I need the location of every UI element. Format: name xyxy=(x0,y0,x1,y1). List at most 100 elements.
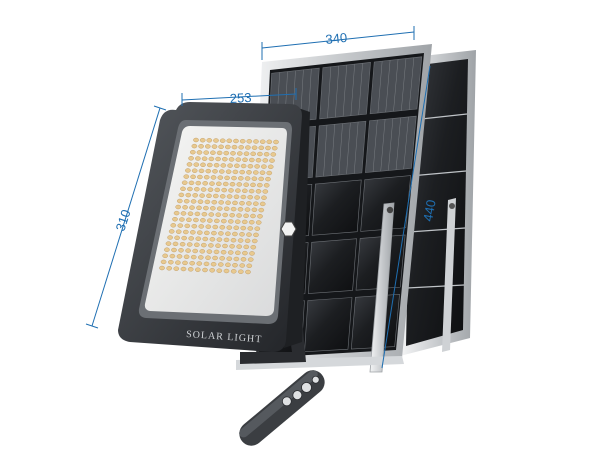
led-chip xyxy=(200,187,207,192)
led-chip xyxy=(229,181,236,187)
led-chip xyxy=(235,157,242,162)
led-chip xyxy=(244,176,251,181)
led-chip xyxy=(215,212,222,217)
led-chip xyxy=(190,199,197,204)
led-chip xyxy=(162,253,168,259)
led-chip xyxy=(210,150,216,155)
solar-cell-line xyxy=(353,121,359,174)
led-chip xyxy=(230,237,237,243)
led-chip xyxy=(256,182,263,188)
led-chip xyxy=(212,169,218,174)
led-chip xyxy=(219,256,225,261)
led-chip xyxy=(225,169,232,174)
led-chip xyxy=(229,212,235,218)
led-chip xyxy=(182,205,188,210)
led-chip xyxy=(266,139,273,145)
led-chip xyxy=(230,206,237,212)
led-chip xyxy=(269,158,275,163)
led-chip xyxy=(220,249,227,255)
led-chip xyxy=(185,248,191,253)
led-chip xyxy=(230,151,236,156)
led-chip xyxy=(205,224,212,229)
solar-cell-line xyxy=(327,66,332,119)
led-chip xyxy=(236,213,242,218)
led-chip xyxy=(247,226,254,231)
led-chip xyxy=(180,186,186,192)
led-chip xyxy=(224,144,231,150)
led-chip xyxy=(194,267,201,272)
led-chip xyxy=(204,199,211,205)
led-chip xyxy=(183,198,190,204)
led-chip xyxy=(187,267,194,272)
led-chip xyxy=(232,200,238,206)
led-chip xyxy=(251,207,258,213)
led-chip xyxy=(172,216,178,222)
led-chip xyxy=(224,175,230,181)
solar-cell xyxy=(311,179,362,236)
led-chip xyxy=(205,168,212,174)
led-chip xyxy=(223,150,230,156)
led-chip xyxy=(238,145,244,150)
solar-cell-line xyxy=(408,57,415,110)
led-chip xyxy=(213,162,220,168)
solar-cell-line xyxy=(403,116,409,170)
led-chip xyxy=(175,260,181,265)
led-chip xyxy=(209,237,216,242)
led-chip xyxy=(196,150,203,155)
solar-cell-line xyxy=(323,125,328,177)
led-chip xyxy=(254,226,261,231)
led-chip xyxy=(227,250,234,255)
led-chip xyxy=(190,174,196,180)
solar-cell-line xyxy=(393,59,399,112)
led-chip xyxy=(215,181,222,187)
product-badge-text: SOLAR LIGHT xyxy=(186,329,263,345)
led-chip xyxy=(203,150,209,155)
led-chip xyxy=(259,139,266,144)
led-chip xyxy=(233,138,239,144)
led-chip xyxy=(262,189,269,194)
solar-cell-line xyxy=(372,120,378,172)
led-chip xyxy=(206,162,213,168)
dimension-light-width: 253 xyxy=(229,90,251,106)
led-chip xyxy=(176,198,183,204)
led-chip xyxy=(255,157,262,163)
led-chip xyxy=(170,223,177,228)
led-chip xyxy=(174,235,180,241)
solar-cell-line xyxy=(377,61,383,113)
led-chip xyxy=(211,144,218,149)
led-chip xyxy=(259,170,266,175)
led-chip xyxy=(188,236,194,241)
led-chip xyxy=(166,266,172,271)
led-chip xyxy=(215,243,221,248)
led-chip xyxy=(232,169,239,175)
led-chip xyxy=(261,164,267,169)
led-chip xyxy=(178,248,184,253)
led-chip xyxy=(210,175,217,180)
led-chip xyxy=(187,211,194,216)
led-chip xyxy=(251,238,258,244)
led-chip xyxy=(221,156,228,162)
led-chip xyxy=(217,175,224,180)
led-chip xyxy=(206,138,213,143)
led-chip xyxy=(225,231,231,236)
led-chip xyxy=(241,188,248,194)
led-chip xyxy=(208,212,215,217)
led-chip xyxy=(203,261,210,267)
led-chip xyxy=(193,162,200,167)
led-chip xyxy=(189,261,195,266)
led-chip xyxy=(164,247,170,252)
led-chip xyxy=(243,182,249,187)
led-chip xyxy=(199,193,205,198)
dimension-annotations xyxy=(85,26,431,369)
led-chip xyxy=(239,263,245,268)
led-chip xyxy=(180,211,187,216)
led-chip xyxy=(239,138,246,144)
led-chip xyxy=(207,187,214,192)
led-chip xyxy=(193,242,200,248)
led-chip xyxy=(226,225,233,230)
led-chip xyxy=(258,207,265,213)
led-chip xyxy=(231,175,237,181)
led-chip xyxy=(189,230,196,235)
led-chip xyxy=(246,170,252,175)
solar-cell-line xyxy=(385,60,391,113)
